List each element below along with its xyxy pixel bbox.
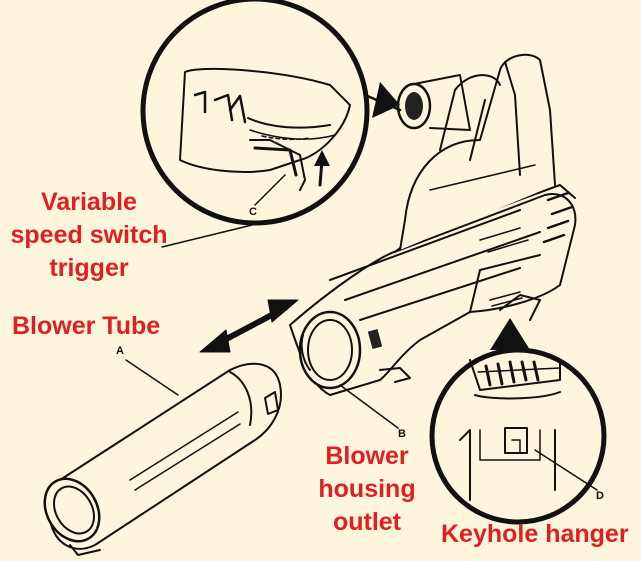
leader-a	[125, 359, 179, 396]
label-blower-housing-line2: housing	[318, 475, 416, 503]
trigger-zoom-circle	[140, 0, 402, 226]
part-letter-b: B	[398, 428, 406, 440]
leader-b	[339, 384, 399, 429]
leader-d	[534, 449, 598, 491]
label-variable-speed-line3: trigger	[49, 254, 129, 282]
label-blower-housing-outlet: Blower housing outlet	[312, 440, 422, 539]
leader-c	[254, 174, 286, 206]
blower-body	[289, 53, 577, 396]
label-variable-speed-line1: Variable	[41, 188, 137, 216]
part-letter-a: A	[116, 345, 124, 357]
double-arrow	[199, 299, 299, 353]
leader-trigger	[161, 224, 253, 248]
label-blower-housing-line3: outlet	[332, 508, 402, 536]
label-variable-speed-line2: speed switch	[10, 221, 168, 249]
part-letter-c: C	[249, 206, 257, 218]
part-letter-d: D	[596, 490, 604, 502]
hanger-zoom-circle	[429, 318, 607, 525]
label-blower-housing-line1: Blower	[325, 442, 409, 470]
leader-lines	[125, 174, 598, 491]
blower-tube	[43, 362, 282, 556]
label-keyhole-hanger: Keyhole hanger	[441, 520, 629, 548]
label-blower-tube: Blower Tube	[12, 312, 161, 340]
label-variable-speed-switch-trigger: Variable speed switch trigger	[4, 186, 174, 285]
